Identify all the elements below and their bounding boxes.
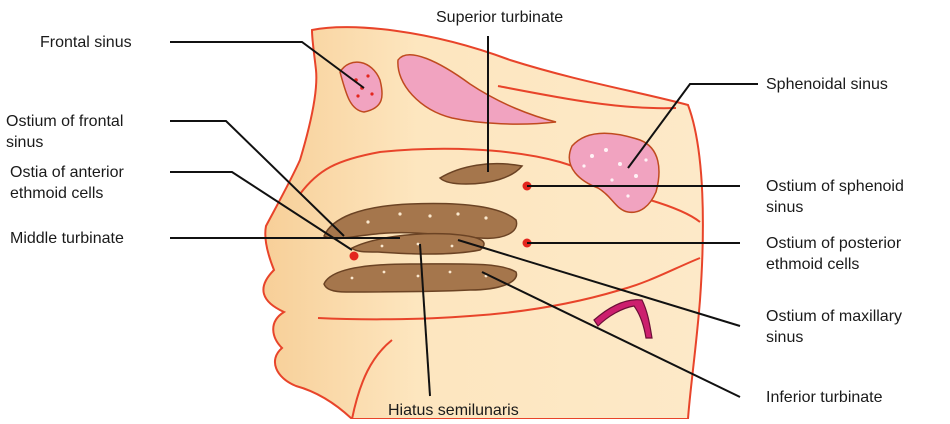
label-ostium-sphenoid-2: sinus [766,199,803,216]
label-sphenoidal-sinus: Sphenoidal sinus [766,76,888,93]
label-ostium-frontal-2: sinus [6,134,43,151]
label-superior-turbinate: Superior turbinate [436,9,563,26]
label-ostium-posterior-1: Ostium of posterior [766,235,902,252]
ostium-anterior-dot [350,252,359,261]
label-inferior-turbinate: Inferior turbinate [766,389,883,406]
label-ostium-maxillary-1: Ostium of maxillary [766,308,902,325]
label-ostium-sphenoid-1: Ostium of sphenoid [766,178,904,195]
label-hiatus-semilunaris: Hiatus semilunaris [388,402,519,419]
label-ostia-anterior-1: Ostia of anterior [10,164,125,181]
label-ostium-maxillary-2: sinus [766,329,803,346]
label-ostia-anterior-2: ethmoid cells [10,185,103,202]
label-ostium-frontal-1: Ostium of frontal [6,113,123,130]
label-middle-turbinate: Middle turbinate [10,230,124,247]
label-frontal-sinus: Frontal sinus [40,34,132,51]
label-ostium-posterior-2: ethmoid cells [766,256,859,273]
